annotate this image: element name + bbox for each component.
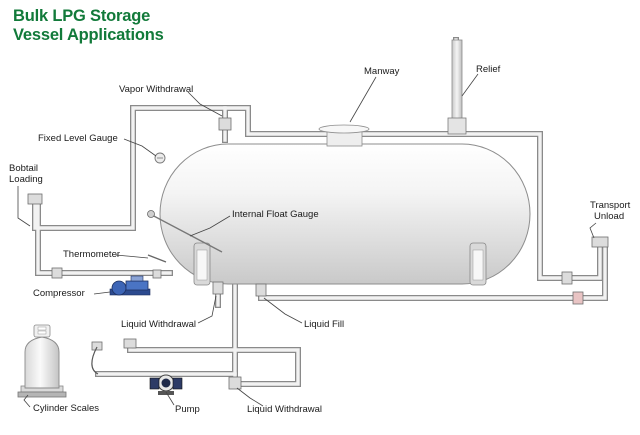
label-liquid-fill: Liquid Fill (304, 319, 345, 330)
title-line-1: Bulk LPG Storage (13, 7, 151, 25)
lpg-cylinder (17, 324, 67, 398)
manway-cover (318, 124, 370, 134)
label-compressor: Compressor (33, 288, 85, 299)
diagram-title: Bulk LPG Storage Vessel Applications (13, 7, 243, 45)
label-bobtail: Bobtail (9, 163, 39, 174)
pump (149, 374, 183, 395)
label-liquid-withdrawal: Liquid Withdrawal (121, 319, 196, 330)
liquid-withdrawal-valve (212, 281, 224, 295)
liquid-line-valve (572, 291, 584, 305)
vapor-withdrawal-valve (218, 117, 232, 131)
cylinder-hose (91, 346, 99, 375)
float-gauge-head (147, 210, 155, 218)
label-loading: Loading (9, 174, 43, 185)
thermometer-well (147, 254, 167, 263)
valves (27, 117, 609, 390)
leader-lines (17, 73, 597, 408)
label-manway: Manway (364, 66, 400, 77)
float-gauge-rod (149, 213, 223, 253)
bobtail-valve (51, 267, 63, 279)
label-relief: Relief (476, 64, 501, 75)
label-internal-float-gauge: Internal Float Gauge (232, 209, 319, 220)
label-vapor-withdrawal: Vapor Withdrawal (119, 84, 194, 95)
cylinder-fill-valve (91, 341, 103, 351)
relief-valve (447, 117, 467, 135)
label-fixed-level-gauge: Fixed Level Gauge (38, 133, 118, 144)
vapor-line-valve (561, 271, 573, 285)
relief-vent-stack (451, 39, 463, 126)
label-transport: Transport (590, 200, 631, 211)
label-liquid-withdrawal-bottom: Liquid Withdrawal (247, 404, 322, 415)
label-cylinder-scales: Cylinder Scales (33, 403, 99, 414)
label-unload: Unload (594, 211, 625, 222)
bobtail-coupling (27, 193, 43, 205)
label-thermometer: Thermometer (63, 249, 121, 260)
pump-inlet-valve (123, 338, 137, 349)
liquid-fill-valve (255, 283, 267, 297)
label-pump: Pump (175, 404, 200, 415)
title-line-2: Vessel Applications (13, 26, 164, 44)
transport-coupling (591, 236, 609, 248)
liquid-withdrawal-bottom-valve (228, 376, 242, 390)
storage-tank (147, 124, 531, 286)
